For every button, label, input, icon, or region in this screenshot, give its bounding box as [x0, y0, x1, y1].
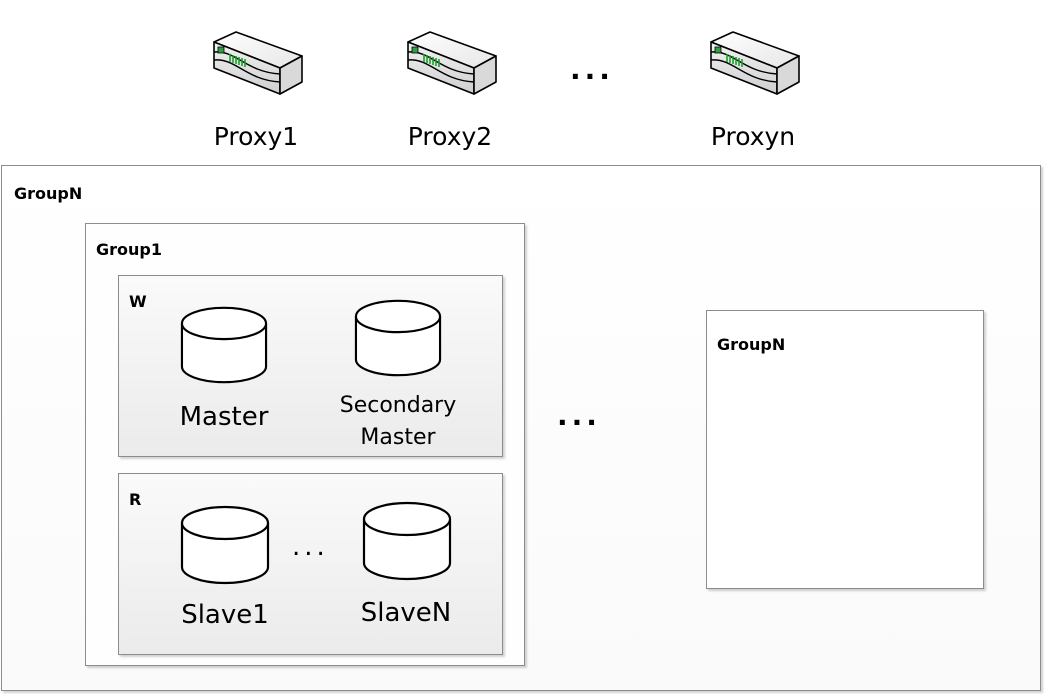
proxy-label: Proxy2	[407, 122, 493, 151]
group1-title: Group1	[96, 240, 162, 259]
slaven-label: SlaveN	[360, 598, 452, 628]
slave1-database-icon	[180, 502, 270, 588]
slaves-ellipsis: ...	[292, 532, 329, 562]
secondary-master-label-line2: Master	[360, 425, 436, 450]
proxy-node-n: Proxyn	[698, 28, 808, 149]
groupn-box: GroupN	[706, 310, 984, 589]
proxy-ellipsis: ...	[570, 53, 614, 86]
proxy-node-2: Proxy2	[395, 28, 505, 149]
secondary-master-database-icon	[354, 296, 442, 380]
master-database-icon	[180, 303, 268, 387]
groupn-title: GroupN	[717, 335, 786, 354]
read-box-title: R	[129, 490, 142, 509]
router-icon	[400, 28, 500, 108]
write-box-title: W	[129, 292, 147, 311]
router-icon	[206, 28, 306, 108]
outer-group-title: GroupN	[14, 184, 83, 203]
proxy-node-1: Proxy1	[201, 28, 311, 149]
router-icon	[703, 28, 803, 108]
proxy-label: Proxyn	[710, 122, 796, 151]
groups-ellipsis: ...	[557, 399, 601, 432]
secondary-master-label-line1: Secondary	[339, 393, 457, 418]
master-label: Master	[179, 402, 269, 432]
slaven-database-icon	[362, 498, 452, 584]
slave1-label: Slave1	[181, 600, 269, 630]
proxy-label: Proxy1	[213, 122, 299, 151]
